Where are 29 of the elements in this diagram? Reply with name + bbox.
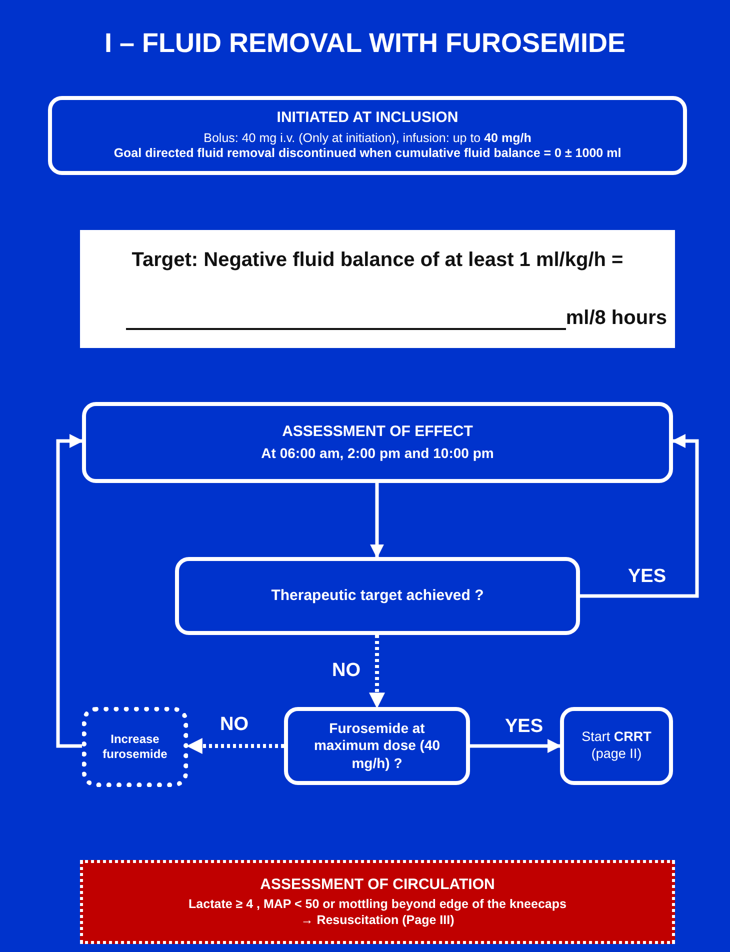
target-box — [80, 230, 675, 348]
node-text: At 06:00 am, 2:00 pm and 10:00 pm — [261, 444, 494, 462]
decision-box — [175, 557, 580, 635]
node-text: Start CRRT (page II) — [580, 729, 652, 763]
node-heading: Target: Negative fluid balance of at least 1 ml/kg/h = — [132, 248, 624, 273]
node-text: Furosemide at maximum dose (40 mg/h) ? — [312, 720, 442, 772]
title: I – FLUID REMOVAL WITH FUROSEMIDE — [103, 28, 626, 59]
node-text: ml/8 hours — [566, 307, 667, 330]
node-text: Goal directed fluid removal discontinued when cumulative fluid balance = 0 ± 1000 ml — [114, 146, 622, 162]
node-text: Increase furosemide — [102, 732, 168, 762]
node-heading: ASSESSMENT OF CIRCULATION — [260, 876, 495, 894]
process-box — [560, 707, 673, 785]
node-text: Lactate ≥ 4 , MAP < 50 or mottling beyond edge of the kneecaps — [188, 897, 566, 913]
decision-box — [284, 707, 470, 785]
arrow — [370, 483, 384, 558]
arrow — [56, 434, 84, 748]
info-box — [48, 96, 687, 175]
arrow — [470, 739, 562, 753]
node-text: Bolus: 40 mg i.v. (Only at initiation), infusion: up to 40 mg/h — [204, 130, 532, 146]
arrow — [580, 434, 699, 598]
node-text: → Resuscitation (Page III) — [300, 912, 454, 928]
process-box — [82, 707, 188, 787]
node-text: Therapeutic target achieved ? — [271, 586, 484, 606]
arrow — [369, 635, 385, 709]
process-box — [82, 402, 673, 483]
alert-box — [80, 860, 675, 944]
node-heading: ASSESSMENT OF EFFECT — [282, 422, 473, 442]
node-heading: INITIATED AT INCLUSION — [276, 109, 458, 128]
arrow — [186, 738, 284, 754]
